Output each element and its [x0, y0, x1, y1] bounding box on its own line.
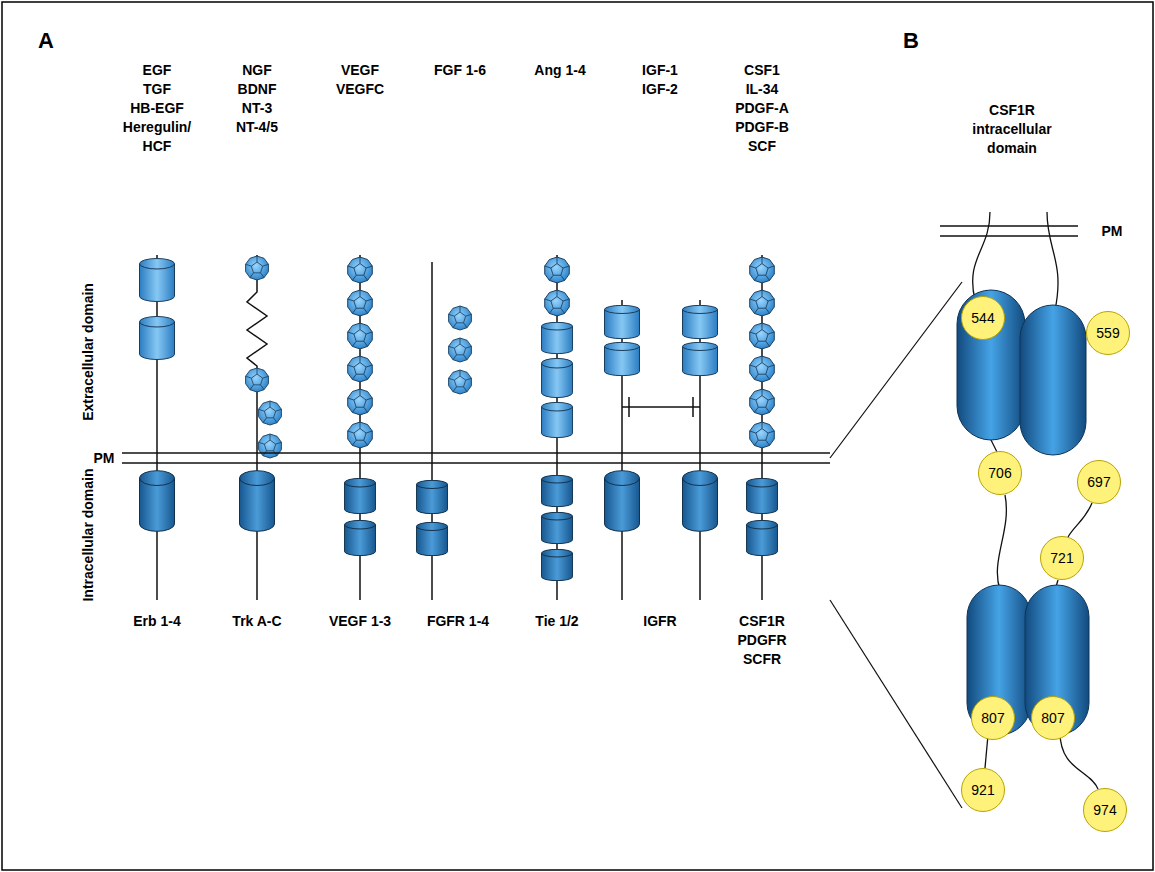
- ligand-name: IGF-1: [618, 61, 702, 80]
- kinase-domains: [957, 290, 1089, 735]
- receptor-name: SCFR: [717, 650, 807, 669]
- ligand-name: Ang 1-4: [518, 61, 602, 80]
- receptor-name: CSF1R: [717, 612, 807, 631]
- phosphosite-circle: 706: [978, 451, 1022, 495]
- ligand-name: EGF: [115, 61, 199, 80]
- trk-receptor: [240, 256, 282, 531]
- receptor-name: Tie 1/2: [512, 612, 602, 631]
- ligand-name: IL-34: [720, 80, 804, 99]
- fgf-receptor: [416, 306, 471, 556]
- receptor-name: Erb 1-4: [112, 612, 202, 631]
- residue-number: 706: [988, 465, 1011, 481]
- erb-receptor: [140, 258, 175, 531]
- phosphosite-circle: 921: [961, 768, 1005, 812]
- plasma-membrane: [940, 226, 1078, 236]
- ligand-name: Heregulin/ HCF: [115, 118, 199, 156]
- ligand-name: NT-3: [215, 99, 299, 118]
- residue-number: 544: [971, 310, 994, 326]
- ligand-name: IGF-2: [618, 80, 702, 99]
- phosphosite-circle: 697: [1077, 460, 1121, 504]
- ligand-name: NT-4/5: [215, 118, 299, 137]
- panel-letter: A: [38, 28, 54, 54]
- ligand-name: CSF1: [720, 61, 804, 80]
- ligand-name: SCF: [720, 137, 804, 156]
- ligand-name: BDNF: [215, 80, 299, 99]
- vegf-receptor: [344, 257, 375, 556]
- domain-label: Extracellular domain: [79, 283, 98, 421]
- phosphosite-circle: 807: [971, 696, 1015, 740]
- residue-number: 807: [981, 710, 1004, 726]
- phosphosite-circle: 559: [1086, 311, 1130, 355]
- membrane-label: PM: [1092, 222, 1132, 241]
- receptor-name: FGFR 1-4: [413, 612, 503, 631]
- residue-number: 921: [971, 782, 994, 798]
- tie-receptor: [541, 257, 572, 581]
- receptor-name: PDGFR: [717, 631, 807, 650]
- receptor-name: Trk A-C: [212, 612, 302, 631]
- phosphosite-circle: 721: [1040, 536, 1084, 580]
- ligand-name: VEGF: [318, 61, 402, 80]
- ligand-name: PDGF-A: [720, 99, 804, 118]
- residue-number: 559: [1096, 325, 1119, 341]
- phosphosite-circle: 544: [961, 296, 1005, 340]
- residue-number: 807: [1041, 710, 1064, 726]
- csf1r-receptor: [746, 257, 777, 556]
- receptor-name: VEGF 1-3: [315, 612, 405, 631]
- zoom-lines: [830, 282, 962, 808]
- receptor-name: IGFR: [615, 612, 705, 631]
- phosphosite-circle: 807: [1031, 696, 1075, 740]
- phosphosite-circle: 974: [1083, 788, 1127, 832]
- residue-number: 697: [1087, 474, 1110, 490]
- residue-number: 721: [1050, 550, 1073, 566]
- panel-letter: B: [903, 28, 919, 54]
- ligand-name: PDGF-B: [720, 118, 804, 137]
- ligand-name: VEGFC: [318, 80, 402, 99]
- ligand-name: HB-EGF: [115, 99, 199, 118]
- membrane-label: PM: [84, 449, 124, 468]
- ligand-name: TGF: [115, 80, 199, 99]
- receptor-stems: [157, 255, 762, 600]
- plasma-membrane: [122, 453, 830, 463]
- domain-label: Intracellular domain: [79, 468, 98, 601]
- panel-title: CSF1R intracellular domain: [962, 101, 1062, 158]
- igf-receptor: [605, 305, 718, 531]
- residue-number: 974: [1093, 802, 1116, 818]
- ligand-name: FGF 1-6: [418, 61, 502, 80]
- ligand-name: NGF: [215, 61, 299, 80]
